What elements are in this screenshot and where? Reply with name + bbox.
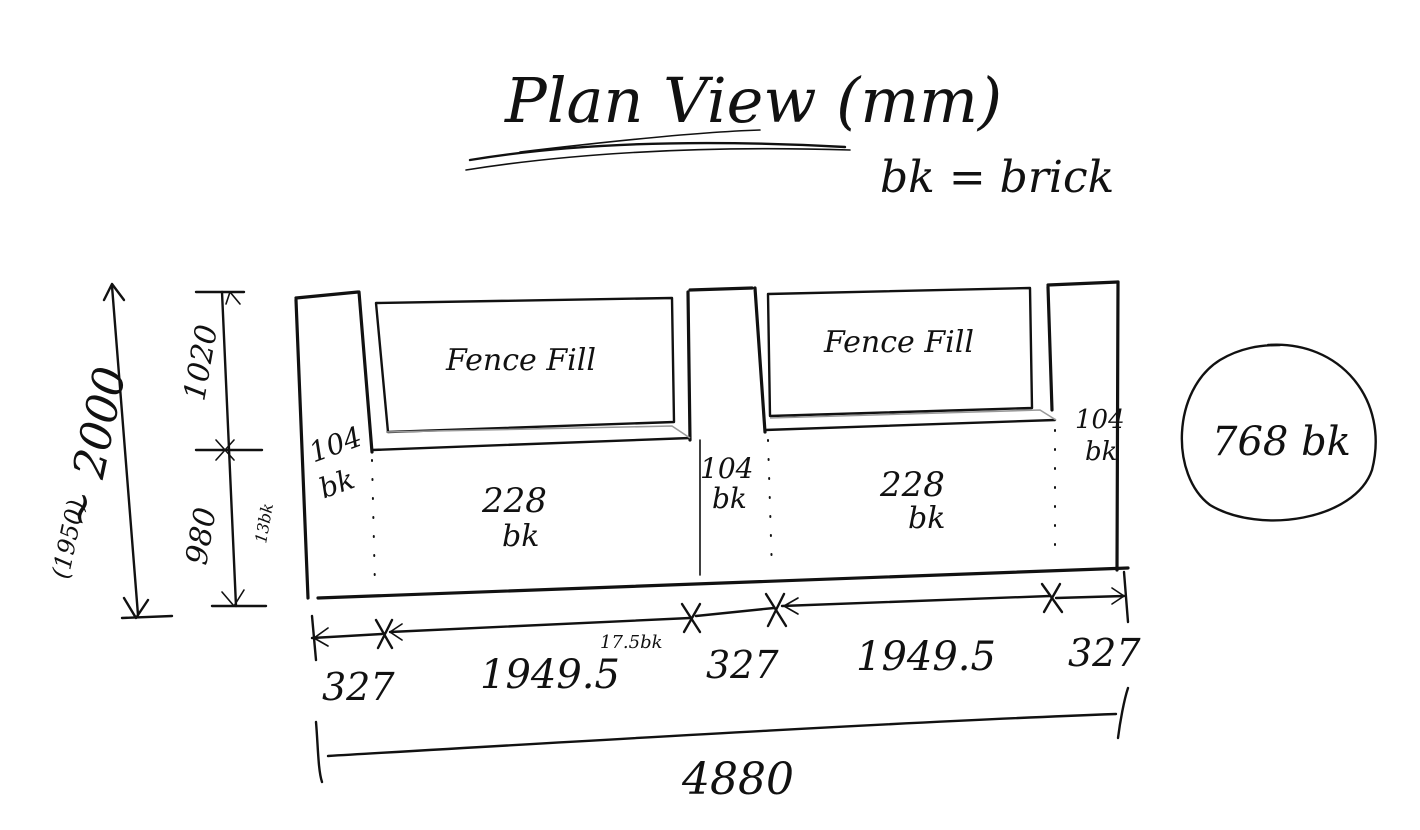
left-pillar-division [371,459,376,589]
dim-tick-3 [680,602,702,634]
wall-1-width-label: 1949.5 [480,652,620,698]
pillar-2-width-label: 327 [706,643,779,687]
pillar-3-bricks-unit: bk [1085,437,1117,467]
right-pillar-inner-edge [1046,285,1054,412]
legend-text: bk = brick [880,152,1114,203]
dim-arrow-1 [313,627,329,647]
total-bricks-callout: 768 bk [1180,343,1377,522]
dim-tick-2 [374,618,394,650]
dim-arrow-4 [1111,587,1125,605]
diagram-title: Plan View (mm) [504,64,1002,137]
mid-pillar-top [688,286,754,292]
wall-2-bricks-unit: bk [908,501,945,536]
total-bricks-text: 768 bk [1212,419,1351,465]
pillar-1-bricks-unit: bk [315,462,359,505]
lower-height-label: 980 [179,505,223,567]
title-underline-3 [519,129,761,153]
title-underline-2 [465,147,851,171]
total-width-tick-left [314,720,324,784]
wall-1-dim-line [388,616,692,634]
dim-tick-5 [1040,582,1064,614]
dim-tick-4 [764,592,788,628]
title-underline [468,141,847,162]
right-pillar-outer-edge [1115,280,1120,572]
wall-1-bricks-count: 228 [481,481,547,521]
wall-2-top [763,418,1057,432]
dim-arrow-2 [389,623,403,641]
wall-1-top [370,436,692,452]
wall-2-bricks: 228 bk [879,465,945,536]
wall-1-bricks-unit: bk [502,519,539,554]
height-bottom-arrow [221,589,245,607]
height-top-arrow [225,291,241,305]
height-mid-cross [215,439,235,461]
fence-fill-label-1: Fence Fill [445,343,596,378]
pillar-1-dim-line [310,632,384,640]
horizontal-dimensions: 327 1949.5 17.5bk 327 1949.5 327 4880 [310,570,1141,805]
pillar-1-bricks: 104 bk [305,420,367,505]
pillar-3-dim-line [1054,594,1126,600]
pillar-3-bricks-count: 104 [1075,405,1125,435]
lower-height-bricks-label: 13bk [251,502,277,545]
total-width-tick-right [1116,686,1130,740]
total-width-dim-line [326,712,1118,758]
plan-outline [294,280,1130,600]
dim-tick-6 [1122,570,1130,624]
pillar-2-bricks-unit: bk [712,482,747,515]
fence-fill-label-2: Fence Fill [823,325,974,360]
left-pillar-top [294,290,360,300]
pillar-2-dim-line [694,606,776,618]
overall-height-arrow-top [102,282,126,302]
overall-height-tick-bottom [120,614,174,620]
pillar-2-bricks: 104 bk [700,452,753,515]
total-width-label: 4880 [681,754,794,805]
right-pillar-top [1046,280,1120,287]
fence-fill-panel-2: Fence Fill [766,286,1057,421]
title-group: Plan View (mm) [465,64,1002,171]
dim-arrow-3 [783,597,799,615]
overall-height-alt-label: (1950) [46,497,90,581]
mid-pillar-right-division [767,439,773,573]
fence-fill-panel-1: Fence Fill [374,296,691,439]
wall-1-bricks: 228 bk [481,481,547,554]
left-pillar-inner-edge [357,290,374,454]
wall-2-bricks-count: 228 [879,465,945,505]
pillar-3-width-label: 327 [1068,631,1141,675]
vertical-dimensions: ~ 2000 (1950) 1020 980 13bk [46,282,277,620]
mid-pillar-right-edge [753,286,767,434]
total-bricks-circle [1180,343,1377,522]
pillar-3-bricks: 104 bk [1075,405,1125,467]
left-pillar-outer-edge [294,298,310,600]
wall-1-bricks-width-label: 17.5bk [600,632,663,653]
mid-pillar-left-edge [686,290,692,442]
upper-height-label: 1020 [177,322,225,403]
pillar-1-width-label: 327 [322,665,395,709]
wall-2-width-label: 1949.5 [856,634,996,680]
wall-2-dim-line [780,594,1052,608]
wall-base-line [316,566,1130,600]
pillar-1-bricks-count: 104 [305,420,367,469]
pillar-2-bricks-count: 104 [700,452,753,485]
overall-height-dim-line [110,284,140,617]
